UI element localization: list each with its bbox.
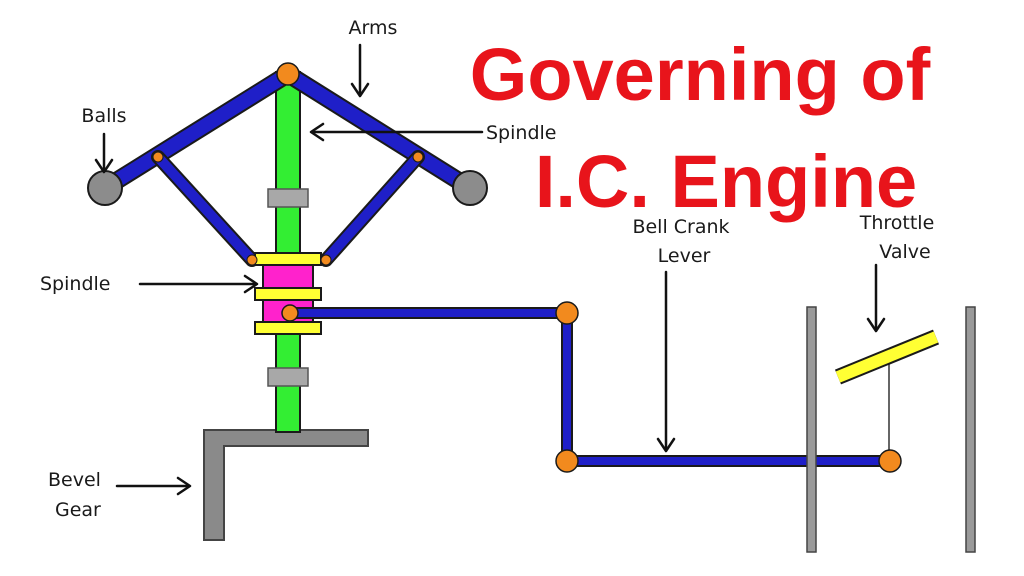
arrow-arms (350, 43, 370, 98)
joint-sleeve-left (246, 254, 258, 266)
sleeve-collar-mid (254, 287, 322, 301)
label-spindle-left: Spindle (40, 273, 110, 295)
bell-crank-lever-fill (290, 309, 890, 465)
joint-sleeve-pin (281, 304, 299, 322)
arm-left-upper-fill (98, 67, 295, 195)
upper-collar (267, 188, 309, 208)
sleeve-collar-bottom (254, 321, 322, 335)
label-bell-crank-1: Bell Crank (632, 216, 729, 238)
joint-top (276, 62, 300, 86)
throttle-pipe-right (965, 306, 976, 553)
title-line-1: Governing of (470, 33, 931, 116)
label-bevel-1: Bevel (48, 469, 101, 491)
joint-sleeve-right (320, 254, 332, 266)
label-arms: Arms (349, 17, 398, 39)
label-throttle-1: Throttle (859, 212, 935, 234)
arrow-throttle (866, 263, 886, 333)
throttle-pipe-left (806, 306, 817, 553)
link-right-lower-fill (321, 152, 423, 265)
arrow-balls (94, 132, 114, 174)
arrow-spindle-left (138, 274, 259, 294)
bevel-gear (203, 429, 369, 541)
throttle-valve-fill (835, 331, 939, 383)
joint-arm-left (152, 151, 164, 163)
bell-crank-lever (290, 307, 890, 467)
joint-arm-right (412, 151, 424, 163)
link-left-lower-fill (153, 152, 257, 265)
arrow-bevel-gear (115, 476, 192, 496)
arrow-bell-crank (656, 270, 676, 453)
lower-collar (267, 367, 309, 387)
joint-throttle (878, 449, 902, 473)
joint-bell-crank-pivot (555, 449, 579, 473)
label-balls: Balls (81, 105, 126, 127)
label-throttle-2: Valve (879, 241, 930, 263)
ball-right (452, 170, 488, 206)
ball-left (87, 170, 123, 206)
sleeve-collar-top (254, 252, 322, 266)
label-bevel-2: Gear (55, 499, 101, 521)
joint-bell-crank-corner (555, 301, 579, 325)
label-bell-crank-2: Lever (658, 245, 711, 267)
arrow-spindle-top (309, 122, 484, 142)
title-line-2: I.C. Engine (535, 140, 917, 223)
label-spindle-top: Spindle (486, 122, 556, 144)
